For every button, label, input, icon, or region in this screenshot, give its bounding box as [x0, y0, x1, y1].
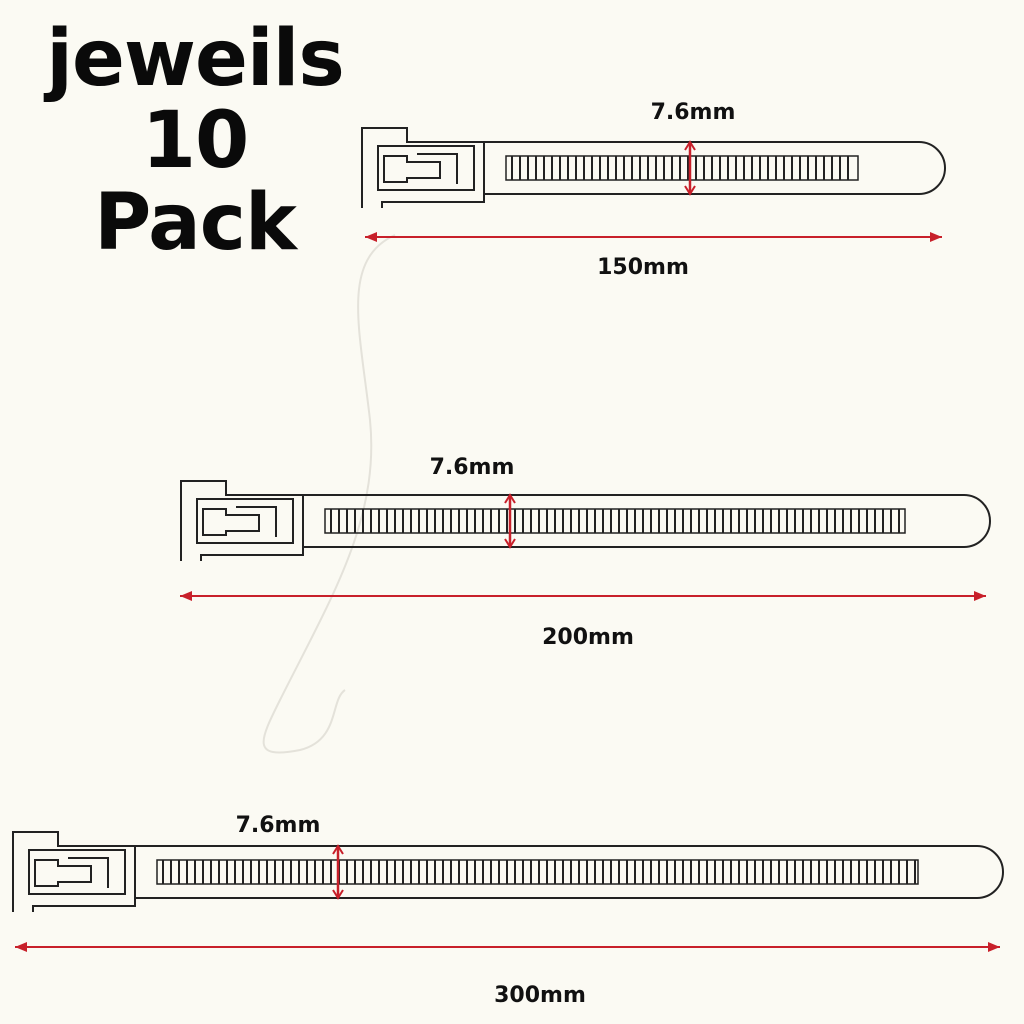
cable-tie-200 — [180, 480, 991, 601]
tie-latch-150 — [383, 155, 441, 183]
headline-brand: jeweils — [46, 14, 345, 104]
tie-ribs-200 — [330, 509, 900, 533]
cable-tie-300 — [12, 831, 1004, 952]
tie-ribs-300 — [162, 860, 916, 884]
width-arrow-top-150 — [684, 140, 696, 151]
tie-strap-300 — [135, 845, 1004, 899]
tie-latch-arm-200 — [236, 506, 277, 537]
width-arrow-bottom-150 — [684, 185, 696, 196]
length-label-300: 300mm — [494, 983, 586, 1008]
length-label-200: 200mm — [542, 625, 634, 650]
headline-quantity: 10 — [141, 96, 250, 186]
tie-latch-200 — [202, 508, 260, 536]
tie-head-300 — [12, 831, 136, 912]
width-label-200: 7.6mm — [429, 455, 515, 480]
headline: jeweils 10 Pack — [0, 18, 390, 264]
length-arrow-right-200 — [974, 591, 986, 601]
tie-latch-arm-300 — [68, 857, 109, 888]
length-arrow-left-150 — [365, 232, 377, 242]
length-arrow-right-300 — [988, 942, 1000, 952]
width-label-300: 7.6mm — [235, 813, 321, 838]
length-arrow-right-150 — [930, 232, 942, 242]
tie-strap-150 — [484, 141, 946, 195]
width-arrow-bottom-200 — [504, 538, 516, 549]
tie-head-200 — [180, 480, 304, 561]
width-arrow-top-300 — [332, 844, 344, 855]
tie-latch-arm-150 — [417, 153, 458, 184]
tie-ribs-150 — [511, 156, 849, 180]
tie-slot-150 — [505, 155, 859, 181]
tie-head-inner-300 — [28, 849, 126, 895]
tie-head-150 — [361, 127, 485, 208]
cable-tie-150 — [361, 127, 946, 242]
tie-latch-300 — [34, 859, 92, 887]
tie-head-inner-200 — [196, 498, 294, 544]
headline-pack: Pack — [94, 178, 297, 268]
width-arrow-top-200 — [504, 493, 516, 504]
width-arrow-bottom-300 — [332, 889, 344, 900]
tie-strap-200 — [303, 494, 991, 548]
length-arrow-left-300 — [15, 942, 27, 952]
length-label-150: 150mm — [597, 255, 689, 280]
width-label-150: 7.6mm — [650, 100, 736, 125]
length-arrow-left-200 — [180, 591, 192, 601]
tie-slot-200 — [324, 508, 906, 534]
background-wire — [262, 234, 396, 754]
ties-layer — [12, 127, 1004, 952]
tie-slot-300 — [156, 859, 919, 885]
tie-head-inner-150 — [377, 145, 475, 191]
